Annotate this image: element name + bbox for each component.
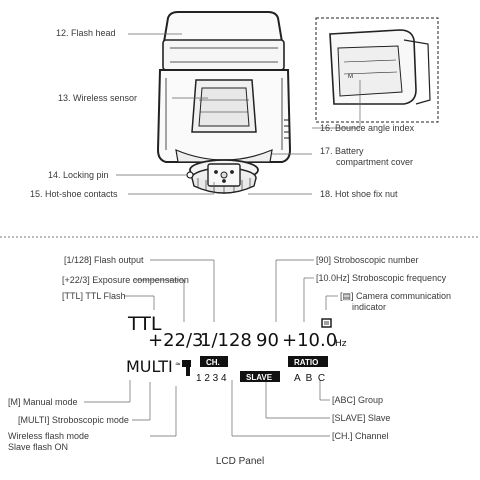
lcd-panel-title: LCD Panel [215, 456, 265, 467]
label-camera-communication: [▤] Camera communication [340, 291, 452, 301]
label-stroboscopic-mode: [MULTI] Stroboscopic mode [18, 415, 129, 425]
label-flash-output: [1/128] Flash output [64, 255, 144, 265]
label-group: [ABC] Group [332, 395, 384, 405]
lcd-group-letters: A B C [294, 373, 325, 384]
leader-lines-top [116, 33, 361, 195]
label-stroboscopic-frequency: [10.0Hz] Stroboscopic frequency [316, 273, 447, 283]
flash-body-drawing [156, 69, 292, 163]
label-battery-cover-line1: 17. Battery [320, 146, 364, 156]
lcd-flash-output: 1/128 [200, 330, 252, 351]
hot-shoe-nut-drawing [186, 159, 259, 194]
label-wireless-flash-mode: Wireless flash mode [8, 431, 90, 441]
label-exposure-compensation: [+22/3] Exposure compensation [62, 275, 189, 285]
label-camera-communication-2: indicator [352, 302, 387, 312]
label-stroboscopic-number: [90] Stroboscopic number [316, 255, 419, 265]
lcd-slave-badge-bg [240, 371, 280, 382]
label-hot-shoe-contacts: 15. Hot-shoe contacts [30, 189, 118, 199]
lcd-multi: MULTI [126, 357, 173, 376]
lcd-ch-badge-bg [200, 356, 228, 367]
lcd-exposure-comp: +22/3 [148, 330, 204, 351]
label-wireless-sensor: 13. Wireless sensor [58, 93, 138, 103]
label-slave: [SLAVE] Slave [332, 413, 391, 423]
lcd-panel-illustration: TTL +22/3 1/128 90 +10.0 Hz MULTI ≈ CH. … [84, 259, 347, 437]
flash-head-drawing [162, 11, 285, 71]
flash-unit-illustration: M [116, 11, 439, 195]
section-divider [0, 236, 480, 238]
lcd-ratio-badge: RATIO [294, 358, 318, 367]
label-slave-flash-on: Slave flash ON [8, 442, 69, 452]
lcd-ch-numbers: 1 2 3 4 [196, 373, 227, 384]
label-bounce-angle-index: 16. Bounce angle index [320, 123, 415, 133]
lcd-ch-badge: CH. [206, 358, 220, 367]
lcd-ratio-badge-bg [288, 356, 328, 367]
lcd-hz-unit: Hz [335, 339, 347, 349]
label-locking-pin: 14. Locking pin [48, 170, 109, 180]
leader-lines-lcd [84, 259, 338, 437]
svg-text:M: M [348, 74, 353, 80]
label-battery-cover-line2: compartment cover [336, 157, 414, 167]
label-channel: [CH.] Channel [332, 431, 389, 441]
battery-compartment-inset: M [315, 17, 439, 123]
label-ttl-flash: [TTL] TTL Flash [62, 291, 126, 301]
lcd-strobo-number: 90 [256, 330, 279, 351]
label-flash-head: 12. Flash head [56, 28, 116, 38]
label-manual-mode: [M] Manual mode [8, 397, 78, 407]
wireless-slave-icon: ≈ [175, 360, 191, 376]
lcd-ttl: TTL [127, 313, 162, 335]
lcd-slave-badge: SLAVE [246, 373, 273, 382]
svg-text:≈: ≈ [175, 360, 181, 368]
lcd-strobo-frequency: +10.0 [282, 330, 337, 351]
label-hot-shoe-fix-nut: 18. Hot shoe fix nut [320, 189, 398, 199]
camera-comm-icon [321, 318, 332, 328]
